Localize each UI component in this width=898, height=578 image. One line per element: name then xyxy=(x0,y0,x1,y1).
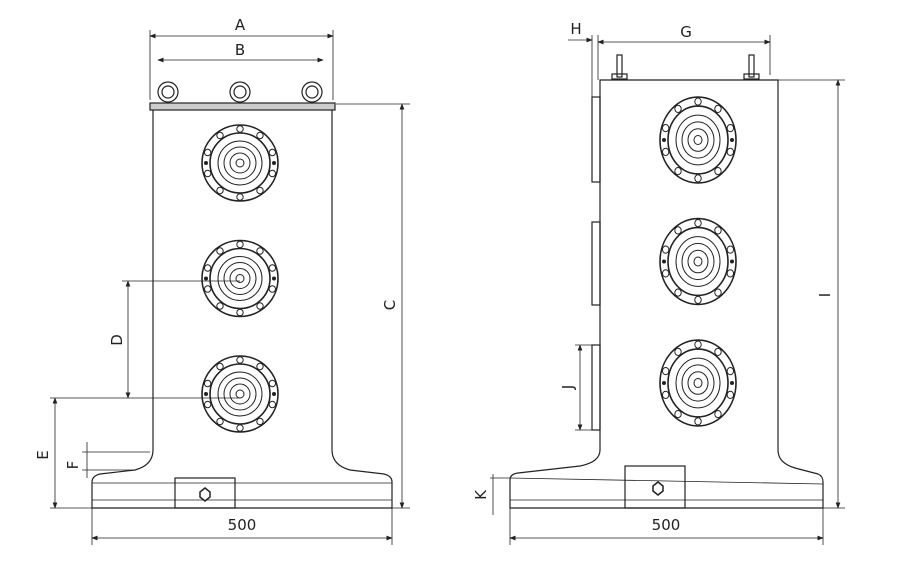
bolt-hole xyxy=(726,269,735,278)
bolt-hole xyxy=(216,302,224,310)
bolt-hole xyxy=(726,124,735,133)
bolt-hole xyxy=(268,169,277,178)
bolt-hole xyxy=(674,166,682,176)
front-view xyxy=(91,81,393,509)
bolt-hole xyxy=(714,347,722,357)
bolt-hole xyxy=(694,218,702,228)
bolt-hole xyxy=(203,264,212,272)
bolt-hole xyxy=(203,379,212,388)
dim-label-k: K xyxy=(472,489,490,500)
bolt-hole xyxy=(236,424,244,432)
dim-label-c: C xyxy=(381,300,399,310)
bolt-hole xyxy=(236,240,244,249)
bolt-hole xyxy=(236,356,244,364)
bolt-hole xyxy=(694,174,702,183)
chuck xyxy=(659,217,737,306)
bolt-hole xyxy=(236,308,244,317)
side-dimensions: G H I J K 500 xyxy=(472,20,845,545)
dim-label-h: H xyxy=(570,20,581,38)
bolt-hole xyxy=(216,362,224,371)
bolt-hole xyxy=(714,226,722,235)
bolt-hole xyxy=(268,400,277,409)
bolt-hole xyxy=(726,147,735,156)
bolt-hole xyxy=(726,390,735,399)
bolt-hole xyxy=(714,166,722,176)
dim-label-j: J xyxy=(559,385,577,390)
top-plate xyxy=(149,102,336,111)
tower-side-body xyxy=(509,79,824,509)
side-chucks xyxy=(659,96,737,427)
front-dimensions: A B C D E F 500 xyxy=(34,16,410,545)
dim-label-a: A xyxy=(235,16,246,34)
bolt-hole xyxy=(674,288,682,297)
bolt-hole xyxy=(714,409,722,419)
side-rails xyxy=(591,96,601,431)
bolt-hole xyxy=(661,269,670,278)
bolt-hole xyxy=(216,186,224,195)
eyebolts xyxy=(157,81,323,103)
bolt-hole xyxy=(714,288,722,297)
chuck xyxy=(659,96,737,184)
bolt-hole xyxy=(256,131,264,140)
bolt-hole xyxy=(203,148,212,157)
bolt-hole xyxy=(674,409,682,419)
bolt-hole xyxy=(661,367,670,376)
bolt-hole xyxy=(694,97,702,106)
chuck xyxy=(201,239,279,318)
bolt-hole xyxy=(714,104,722,114)
bolt-hole xyxy=(236,125,244,133)
bolt-hole xyxy=(694,340,702,349)
bolt-hole xyxy=(268,148,277,157)
chuck xyxy=(659,339,737,427)
bolt-hole xyxy=(203,285,212,293)
dim-label-b: B xyxy=(235,41,245,59)
base-pocket xyxy=(174,477,236,509)
bolt-hole xyxy=(256,186,264,195)
bolt-hole xyxy=(216,131,224,140)
bolt-hole xyxy=(216,417,224,426)
bolt-hole xyxy=(726,245,735,254)
bolt-hole xyxy=(203,169,212,178)
bolt-hole xyxy=(256,247,264,255)
hex-nut xyxy=(199,487,211,502)
dim-label-width-side: 500 xyxy=(652,516,681,534)
bolt-hole xyxy=(256,302,264,310)
tower-body xyxy=(91,110,393,509)
dim-label-i: I xyxy=(816,293,834,297)
dim-label-g: G xyxy=(680,23,692,41)
bolt-hole xyxy=(661,147,670,156)
dim-label-d: D xyxy=(108,334,126,346)
bolt-hole xyxy=(661,124,670,133)
bolt-hole xyxy=(694,417,702,426)
bolt-hole xyxy=(726,367,735,376)
bolt-hole xyxy=(661,390,670,399)
bolt-hole xyxy=(674,347,682,357)
bolt-hole xyxy=(256,417,264,426)
bolt-hole xyxy=(216,247,224,255)
bolt-hole xyxy=(236,193,244,201)
bolt-hole xyxy=(674,104,682,114)
side-view xyxy=(509,54,824,509)
bolt-hole xyxy=(674,226,682,235)
bolt-hole xyxy=(256,362,264,371)
hex-nut xyxy=(652,481,664,496)
bolt-hole xyxy=(203,400,212,409)
bolt-hole xyxy=(268,379,277,388)
bolt-hole xyxy=(268,264,277,272)
dim-label-f: F xyxy=(64,461,82,470)
lifting-pins xyxy=(611,54,760,80)
dim-label-width-front: 500 xyxy=(228,516,257,534)
chuck xyxy=(201,355,279,433)
bolt-hole xyxy=(268,285,277,293)
chuck xyxy=(201,124,279,202)
front-chucks xyxy=(201,124,279,433)
dim-label-e: E xyxy=(34,450,52,459)
bolt-hole xyxy=(694,295,702,305)
bolt-hole xyxy=(661,245,670,254)
